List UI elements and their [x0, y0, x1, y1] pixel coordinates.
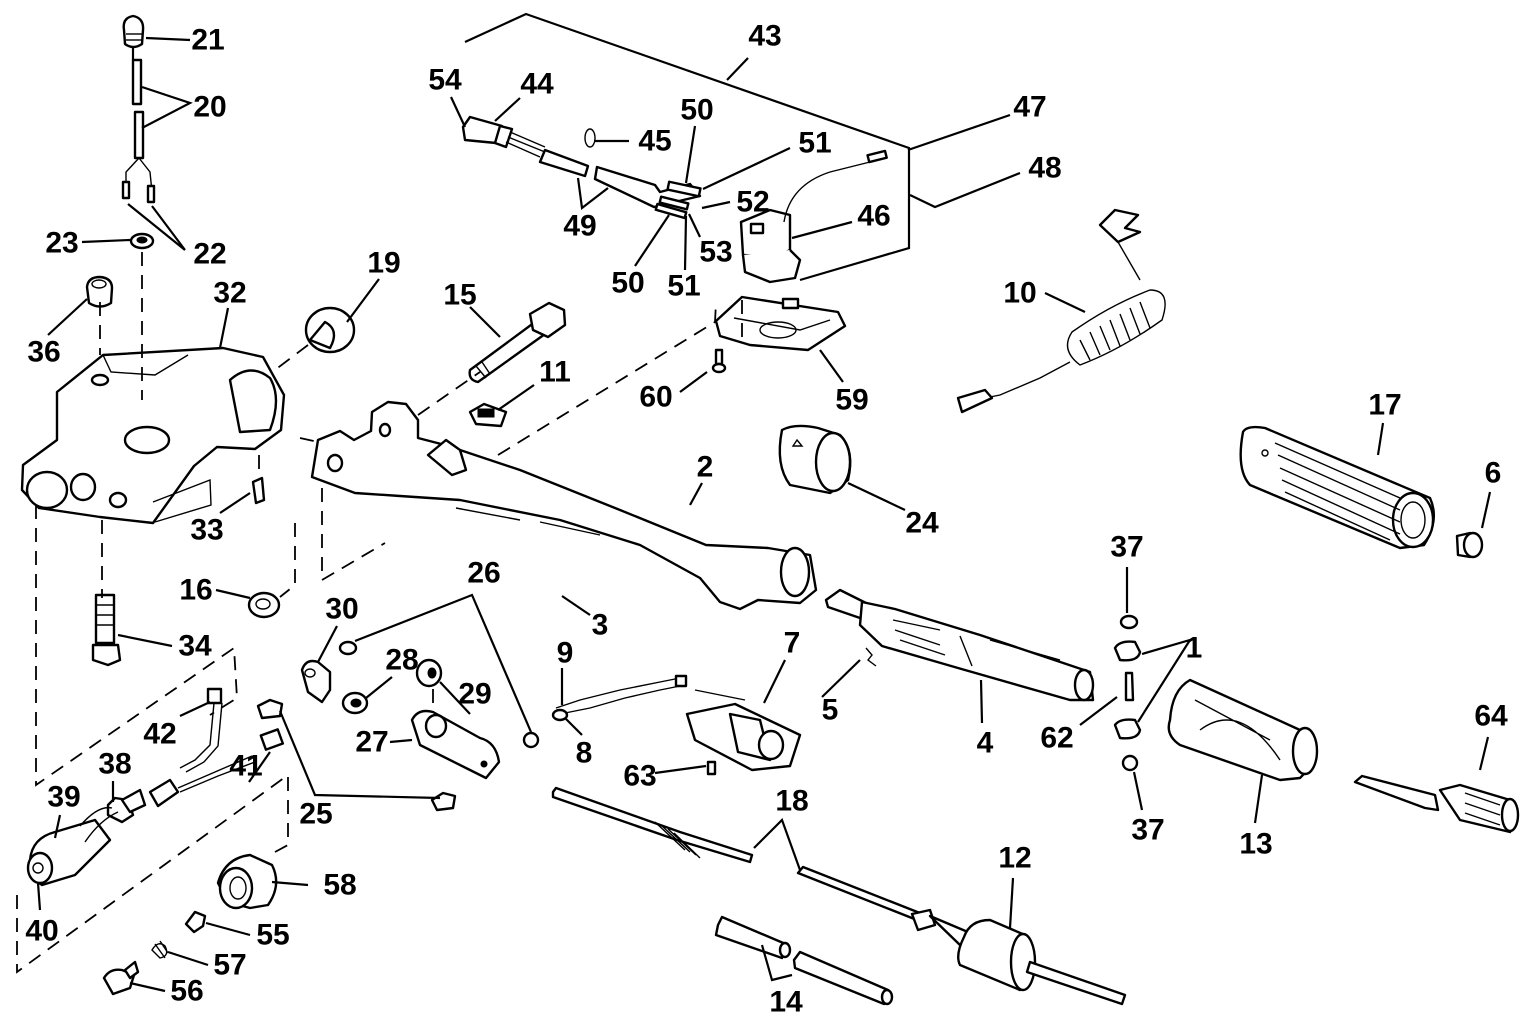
nut-part: [129, 232, 155, 250]
callout-50-upper: 50: [680, 94, 713, 127]
callout-46: 46: [857, 200, 890, 233]
callout-48: 48: [1028, 152, 1061, 185]
callout-2: 2: [697, 451, 714, 484]
callout-6: 6: [1485, 457, 1502, 490]
callout-53: 53: [699, 236, 732, 269]
switch-cover-part: [714, 295, 847, 352]
callout-1: 1: [1186, 632, 1203, 665]
callout-51-upper: 51: [798, 127, 831, 160]
throttle-friction-sleeve-part: [778, 424, 852, 495]
callout-59: 59: [835, 384, 868, 417]
callout-17: 17: [1368, 389, 1401, 422]
shift-lockout-parts: [551, 674, 802, 776]
callout-14: 14: [769, 986, 803, 1019]
callout-19: 19: [367, 247, 400, 280]
pivot-bolt-part: [468, 301, 567, 384]
callout-10: 10: [1003, 277, 1036, 310]
callout-33: 33: [190, 514, 223, 547]
callout-58: 58: [323, 869, 356, 902]
throttle-shaft-part: [824, 588, 1095, 702]
throttle-grip-part: [1239, 425, 1436, 550]
leader-lines: [36, 12, 1492, 993]
callout-11: 11: [539, 356, 571, 389]
key-switch-parts: [26, 687, 285, 887]
callout-24: 24: [905, 507, 939, 540]
callout-16: 16: [179, 574, 212, 607]
clip-part: [468, 402, 508, 428]
callout-36: 36: [27, 336, 60, 369]
callout-32: 32: [213, 277, 246, 310]
callout-38: 38: [98, 748, 131, 781]
tiller-arm-part: [310, 400, 818, 611]
callout-3: 3: [592, 609, 609, 642]
throttle-friction-knob-part: [122, 14, 145, 60]
callout-64: 64: [1474, 700, 1508, 733]
callout-52: 52: [736, 186, 769, 219]
callout-23: 23: [45, 227, 78, 260]
locknut-part: [247, 591, 281, 619]
assembly-dashed-lines: [16, 252, 743, 974]
friction-adjuster-part: [1353, 774, 1520, 834]
callout-39: 39: [47, 781, 80, 814]
callout-43: 43: [748, 20, 781, 53]
wiring-harness-part: [461, 115, 702, 220]
callout-12: 12: [998, 842, 1031, 875]
throttle-housing-part: [1167, 678, 1319, 782]
callout-13: 13: [1239, 828, 1272, 861]
callout-47: 47: [1013, 91, 1046, 124]
callout-37-upper: 37: [1110, 531, 1143, 564]
callout-22: 22: [193, 238, 226, 271]
stop-switch-part: [739, 149, 888, 284]
callout-54: 54: [428, 64, 462, 97]
callout-28: 28: [385, 644, 418, 677]
callout-30: 30: [325, 593, 358, 626]
callout-51-lower: 51: [667, 270, 700, 303]
part-drawings: [16, 14, 1520, 1006]
screw-60-part: [711, 348, 727, 374]
callout-40: 40: [25, 915, 58, 948]
callout-29: 29: [458, 678, 491, 711]
callout-63: 63: [623, 760, 656, 793]
callout-60: 60: [639, 381, 672, 414]
callout-labels: 21 20 23 22 36 32 19 15 11 54 44 45 50 5…: [25, 20, 1508, 1019]
callout-5: 5: [822, 694, 839, 727]
callout-20: 20: [193, 91, 226, 124]
callout-42: 42: [143, 718, 176, 751]
grip-cap-part: [1455, 531, 1484, 559]
spring-part: [865, 647, 877, 667]
callout-62: 62: [1040, 722, 1073, 755]
boot-and-plug-parts: [102, 853, 278, 996]
callout-9: 9: [557, 637, 574, 670]
callout-27: 27: [355, 726, 388, 759]
callout-25: 25: [299, 798, 332, 831]
callout-18: 18: [775, 785, 808, 818]
throttle-cable-parts: [551, 786, 1127, 1006]
callout-7: 7: [784, 627, 801, 660]
bolt-part: [91, 593, 122, 667]
lanyard-part: [956, 208, 1166, 414]
callout-44: 44: [520, 68, 554, 101]
callout-4: 4: [977, 727, 994, 760]
callout-56: 56: [170, 975, 203, 1008]
nut-36-part: [85, 275, 114, 308]
callout-55: 55: [256, 919, 289, 952]
callout-8: 8: [576, 737, 593, 770]
wire-sleeve-part: [121, 58, 156, 204]
callout-41: 41: [229, 750, 262, 783]
callout-37-lower: 37: [1131, 814, 1164, 847]
callout-50-lower: 50: [611, 267, 644, 300]
steering-bracket-part: [20, 346, 286, 525]
callout-57: 57: [213, 949, 246, 982]
callout-34: 34: [178, 630, 212, 663]
callout-49: 49: [563, 210, 596, 243]
grease-fitting-part: [251, 455, 266, 505]
callout-21: 21: [191, 24, 224, 57]
callout-45: 45: [638, 125, 671, 158]
callout-15: 15: [443, 279, 476, 312]
washer-bushing-part: [274, 306, 356, 371]
callout-26: 26: [467, 557, 500, 590]
friction-block-parts: [1113, 614, 1142, 772]
